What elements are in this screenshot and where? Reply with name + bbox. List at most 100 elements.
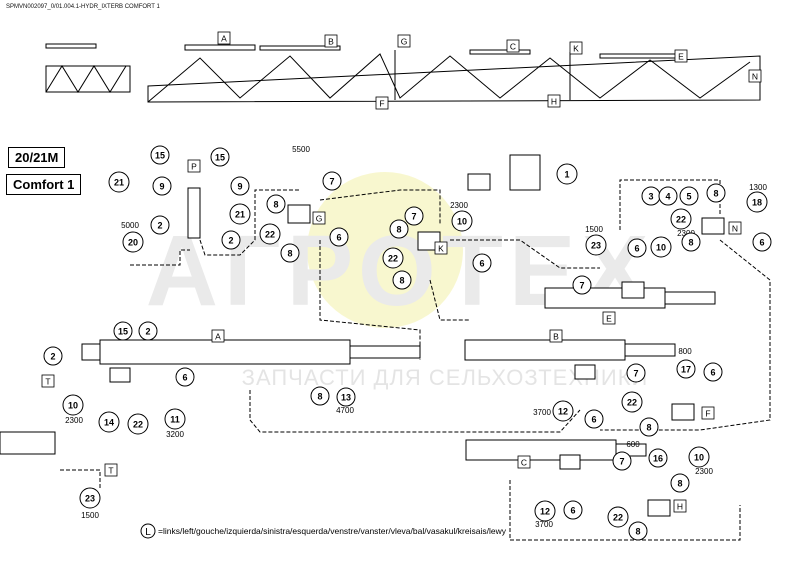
letter-tag-boom_letters-5: E xyxy=(674,49,688,63)
callout-8: 8 xyxy=(280,243,300,263)
boom-left-cylinder xyxy=(45,43,97,49)
callout-circle xyxy=(752,232,772,252)
callout-number: 6 xyxy=(182,373,187,383)
callout-circle xyxy=(98,411,120,433)
callout-number: 11 xyxy=(170,415,180,425)
callout-circle xyxy=(648,448,668,468)
letter-tag-box xyxy=(674,49,688,63)
callout-circle xyxy=(681,232,701,252)
callout-number: 21 xyxy=(114,178,124,188)
footnote-text: =links/left/gouche/izquierda/sinistra/es… xyxy=(158,526,507,536)
callout-6: 6 xyxy=(752,232,772,252)
callout-9: 9 xyxy=(152,176,172,196)
footnote-symbol-circle xyxy=(140,523,156,539)
callout-number: 7 xyxy=(411,212,416,222)
callout-circle xyxy=(259,223,281,245)
letter-tag-text: B xyxy=(553,332,559,342)
callout-circle xyxy=(621,391,643,413)
callout-number: 8 xyxy=(396,225,401,235)
valve-block-h xyxy=(647,499,671,517)
callout-circle xyxy=(336,387,356,407)
callout-22: 22 xyxy=(127,413,149,435)
boom-cylinder-e xyxy=(599,53,681,59)
line-k-to-b xyxy=(429,279,470,321)
callout-12: 12 xyxy=(534,500,556,522)
letter-tag-text: N xyxy=(752,72,758,82)
letter-tag-text: K xyxy=(438,244,444,254)
letter-tag-valve_letters-4: H xyxy=(673,499,687,513)
callout-6: 6 xyxy=(175,367,195,387)
letter-tag-box xyxy=(211,329,225,343)
callout-number: 2 xyxy=(145,327,150,337)
boom-main-frame xyxy=(147,55,761,103)
callout-circle xyxy=(266,194,286,214)
callout-circle xyxy=(62,394,84,416)
callout-number: 6 xyxy=(479,259,484,269)
callout-number: 4 xyxy=(665,192,670,202)
callout-7: 7 xyxy=(404,206,424,226)
letter-tag-valve_letters-1: K xyxy=(434,241,448,255)
callout-circle xyxy=(612,451,632,471)
callout-7: 7 xyxy=(612,451,632,471)
callout-8: 8 xyxy=(639,417,659,437)
hose-length-11: 2300 xyxy=(695,467,713,476)
letter-tag-box xyxy=(217,31,231,45)
letter-tag-text: T xyxy=(108,466,113,476)
letter-tag-text: B xyxy=(328,37,334,47)
line-c-to-h xyxy=(509,480,741,541)
cylinder-left-body xyxy=(0,431,56,455)
letter-tag-text: A xyxy=(221,34,227,44)
callout-number: 10 xyxy=(656,243,666,253)
letter-tag-boom_letters-0: A xyxy=(217,31,231,45)
callout-20: 20 xyxy=(122,231,144,253)
valve-block-k xyxy=(417,231,441,251)
letter-tag-text: K xyxy=(573,44,579,54)
callout-12: 12 xyxy=(552,400,574,422)
callout-9: 9 xyxy=(230,176,250,196)
callout-number: 8 xyxy=(317,392,322,402)
callout-number: 9 xyxy=(159,182,164,192)
callout-6: 6 xyxy=(703,362,723,382)
callout-circle xyxy=(688,446,710,468)
valve-switch-panel xyxy=(509,154,541,191)
letter-tag-box xyxy=(324,34,338,48)
cylinder-a-end xyxy=(81,343,101,361)
callout-7: 7 xyxy=(572,275,592,295)
callout-circle xyxy=(627,238,647,258)
line-e-to-n xyxy=(619,179,721,230)
callout-number: 8 xyxy=(399,276,404,286)
callout-5: 5 xyxy=(679,186,699,206)
callout-3: 3 xyxy=(641,186,661,206)
valve-switch xyxy=(467,173,491,191)
hydraulic-lines xyxy=(60,179,771,541)
callout-23: 23 xyxy=(79,487,101,509)
callout-circle xyxy=(676,359,696,379)
cylinder-a-body xyxy=(99,339,351,365)
callout-number: 15 xyxy=(118,327,128,337)
callout-circle xyxy=(706,183,726,203)
callout-circle xyxy=(175,367,195,387)
letter-tag-valve_letters-0: G xyxy=(312,211,326,225)
callout-circle xyxy=(210,147,230,167)
callout-17: 17 xyxy=(676,359,696,379)
valve-block-p xyxy=(187,187,201,239)
callout-number: 6 xyxy=(336,233,341,243)
hose-length-14: 1500 xyxy=(81,511,99,520)
letter-tag-text: P xyxy=(191,162,197,172)
letter-tag-boom_letters-1: B xyxy=(324,34,338,48)
callout-circle xyxy=(658,186,678,206)
letter-tag-box xyxy=(728,221,742,235)
callout-number: 1 xyxy=(564,170,569,180)
footnote-symbol: L xyxy=(145,527,151,538)
letter-tag-valve_letters-3: F xyxy=(701,406,715,420)
letter-tag-boom_letters-6: N xyxy=(748,69,762,83)
line-n-return xyxy=(600,239,771,431)
line-k-to-e xyxy=(450,239,600,269)
callout-22: 22 xyxy=(382,247,404,269)
letter-tag-box xyxy=(517,455,531,469)
letter-tag-box xyxy=(434,241,448,255)
callout-8: 8 xyxy=(670,473,690,493)
letter-tag-text: G xyxy=(401,37,408,47)
hose-length-8: 2300 xyxy=(65,416,83,425)
